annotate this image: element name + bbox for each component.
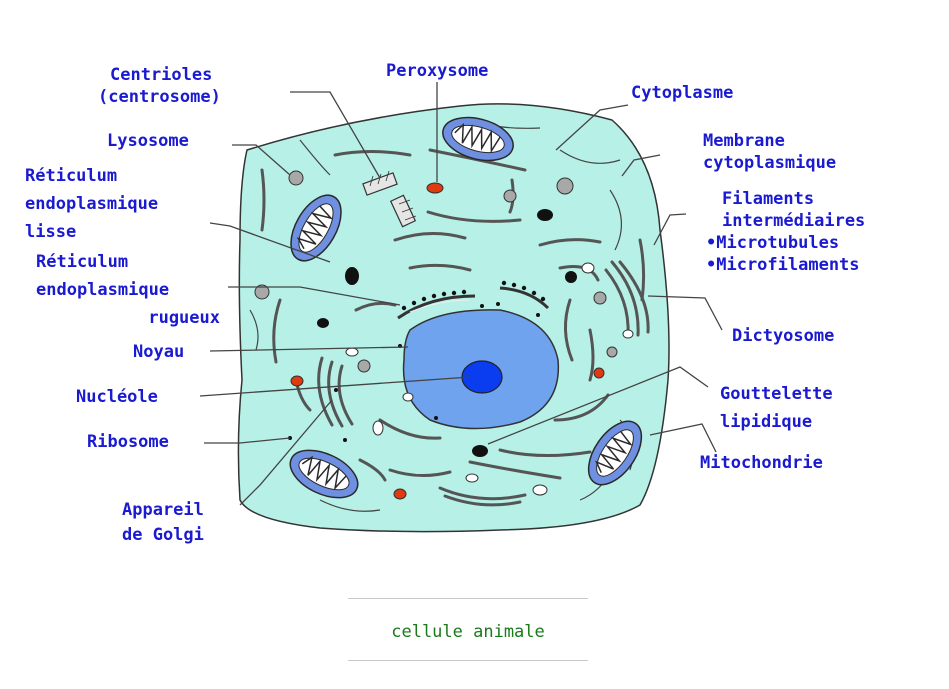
label-microtubules: •Microtubules xyxy=(706,232,865,254)
label-golgi-line2: de Golgi xyxy=(122,523,204,548)
label-centrioles: Centrioles (centrosome) xyxy=(110,64,221,108)
label-reticulum-rugueux-line2: endoplasmique xyxy=(36,276,220,304)
label-mitochondrie: Mitochondrie xyxy=(700,452,823,474)
label-cytoplasme: Cytoplasme xyxy=(631,82,733,104)
caption-bottom-rule xyxy=(348,660,588,661)
label-golgi-line1: Appareil xyxy=(122,498,204,523)
label-filaments-line1: Filaments xyxy=(722,188,865,210)
caption: cellule animale xyxy=(348,622,588,642)
label-reticulum-lisse: Réticulum endoplasmique lisse xyxy=(25,162,158,246)
label-gouttelette: Gouttelette lipidique xyxy=(720,380,833,436)
label-reticulum-lisse-line3: lisse xyxy=(25,218,158,246)
label-reticulum-rugueux-line1: Réticulum xyxy=(36,248,220,276)
label-filaments-line2: intermédiaires xyxy=(722,210,865,232)
label-centrioles-line2: (centrosome) xyxy=(98,86,221,108)
label-dictyosome: Dictyosome xyxy=(732,325,834,347)
label-reticulum-rugueux: Réticulum endoplasmique rugueux xyxy=(36,248,220,332)
label-centrioles-line1: Centrioles xyxy=(110,64,221,86)
label-gouttelette-line1: Gouttelette xyxy=(720,380,833,408)
label-gouttelette-line2: lipidique xyxy=(720,408,833,436)
label-membrane-line1: Membrane xyxy=(703,130,836,152)
label-reticulum-rugueux-line3: rugueux xyxy=(36,304,220,332)
label-ribosome: Ribosome xyxy=(87,431,169,453)
label-noyau: Noyau xyxy=(133,341,184,363)
label-microfilaments: •Microfilaments xyxy=(706,254,865,276)
label-reticulum-lisse-line2: endoplasmique xyxy=(25,190,158,218)
label-lysosome: Lysosome xyxy=(107,130,189,152)
label-nucleole: Nucléole xyxy=(76,386,158,408)
label-membrane: Membrane cytoplasmique xyxy=(703,130,836,174)
label-filaments: Filaments intermédiaires •Microtubules •… xyxy=(722,188,865,276)
caption-top-rule xyxy=(348,598,588,599)
label-reticulum-lisse-line1: Réticulum xyxy=(25,162,158,190)
label-membrane-line2: cytoplasmique xyxy=(703,152,836,174)
label-peroxysome: Peroxysome xyxy=(386,60,488,82)
label-golgi: Appareil de Golgi xyxy=(122,498,204,548)
